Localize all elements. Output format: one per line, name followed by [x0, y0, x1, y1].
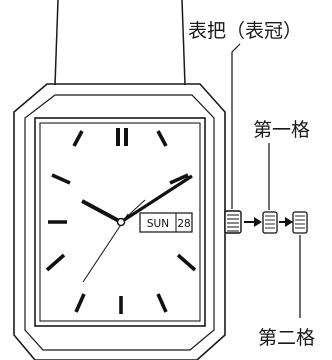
watch-strap-top — [54, 0, 186, 86]
watch-dial-outer — [34, 117, 206, 327]
marker-1 — [156, 130, 168, 147]
marker-2 — [169, 173, 189, 185]
label-position-one: 第一格 — [253, 119, 310, 141]
marker-11 — [72, 130, 84, 147]
hour-markers — [45, 128, 197, 314]
hour-hand — [81, 199, 122, 224]
watch-case-outer — [13, 83, 226, 360]
day-text: SUN — [147, 218, 169, 230]
date-window: SUN 28 — [139, 212, 193, 233]
marker-4 — [176, 253, 197, 272]
crown-default — [224, 210, 242, 234]
minute-hand — [120, 174, 193, 224]
leader-lines — [231, 43, 301, 318]
marker-10 — [51, 173, 71, 185]
watch-case-inner — [24, 94, 215, 351]
watch-hands — [81, 174, 193, 283]
label-crown: 表把（表冠） — [188, 20, 302, 42]
crown-position-two — [292, 211, 308, 234]
marker-8 — [45, 253, 66, 272]
hand-pivot — [116, 217, 126, 227]
arrow-to-position-two — [279, 217, 293, 227]
leader-crown — [231, 43, 241, 209]
label-position-two: 第二格 — [258, 327, 315, 349]
marker-7 — [74, 293, 86, 313]
watch-dial-inner — [39, 122, 201, 322]
date-text: 28 — [177, 218, 190, 230]
marker-5 — [156, 293, 168, 313]
arrow-to-position-one — [244, 217, 262, 227]
crown-position-one — [262, 211, 278, 234]
